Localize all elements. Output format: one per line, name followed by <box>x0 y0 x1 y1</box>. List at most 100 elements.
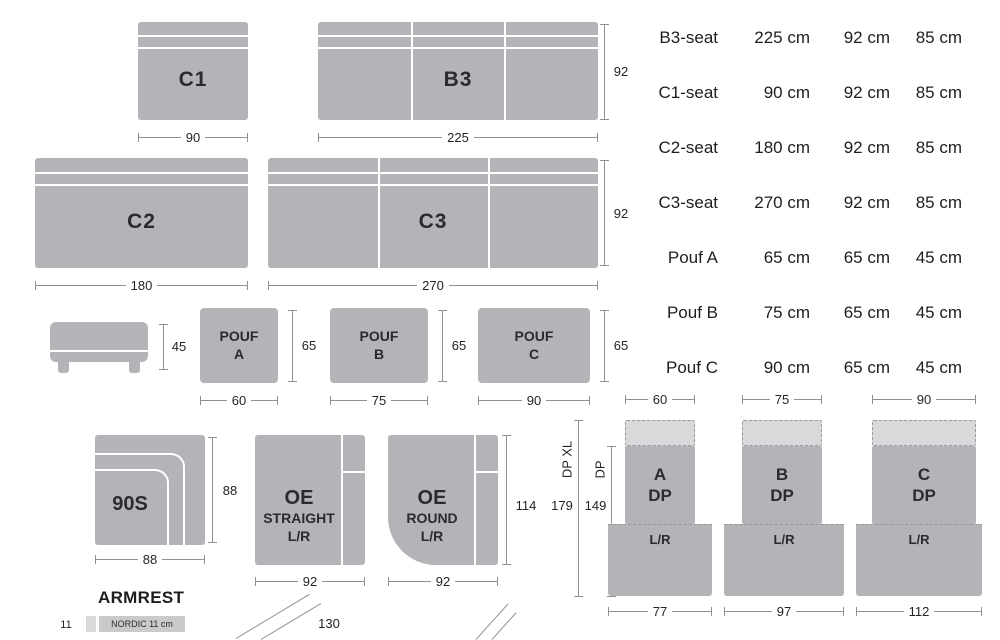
dp-letter: A <box>653 465 667 484</box>
dp-lr-label: L/R <box>649 532 671 547</box>
module-b-dp-label: B DP <box>742 464 822 506</box>
oe-word: OE <box>284 487 314 509</box>
spec-name: C3-seat <box>658 192 718 212</box>
seam-line <box>50 350 148 352</box>
armrest-swatch <box>86 616 98 632</box>
spec-width: 270 cm <box>754 192 810 212</box>
dim-c3-width: 270 <box>268 278 599 293</box>
module-pouf-c: POUF C <box>478 308 590 383</box>
dim-line <box>502 435 511 565</box>
pouf-leg <box>129 361 140 373</box>
module-a-dp-label: A DP <box>625 464 695 506</box>
dim-line <box>608 607 648 616</box>
table-row: C1-seat 90 cm 92 cm 85 cm <box>640 65 962 120</box>
dim-value: 92 <box>435 574 451 589</box>
armrest-heading: ARMREST <box>98 588 185 607</box>
dp-sub: DP <box>912 486 936 505</box>
module-b-dp: B DP <box>742 446 822 524</box>
backrest-line <box>95 453 185 545</box>
module-oe-round: OE ROUND L/R <box>388 435 498 565</box>
dim-line <box>391 396 428 405</box>
dim-value: 75 <box>774 392 790 407</box>
dp-lr-label: L/R <box>773 532 795 547</box>
table-row: Pouf A 65 cm 65 cm 45 cm <box>640 230 962 285</box>
oe-word: OE <box>417 487 447 509</box>
dim-line <box>574 420 583 597</box>
dim-line <box>448 281 599 290</box>
seam-line <box>377 158 380 268</box>
module-b3-label: B3 <box>443 68 473 91</box>
pouf-b-label: POUF B <box>330 327 428 363</box>
dim-chaise-length: 130 <box>318 616 340 631</box>
dim-value: 77 <box>652 604 668 619</box>
oe-lr: L/R <box>420 528 444 544</box>
spec-depth: 65 cm <box>843 247 890 267</box>
oe-lr: L/R <box>287 528 311 544</box>
oe-round-label: OE ROUND L/R <box>388 487 476 545</box>
module-90s: 90S <box>95 435 205 545</box>
dp-sub: DP <box>648 486 672 505</box>
dp-letter: B <box>775 465 789 484</box>
dim-line <box>478 396 522 405</box>
dim-pouf-b-depth: 65 <box>451 338 467 353</box>
spec-depth: 92 cm <box>843 137 890 157</box>
dim-line <box>95 555 138 564</box>
spec-depth: 65 cm <box>843 357 890 377</box>
spec-width: 65 cm <box>763 247 810 267</box>
module-b3: B3 <box>318 22 598 120</box>
seam-line <box>341 471 365 473</box>
spec-name: Pouf A <box>667 247 718 267</box>
dim-value: 90 <box>916 392 932 407</box>
module-c3-label: C3 <box>418 210 448 233</box>
dp-xl-label: DP XL <box>559 440 575 479</box>
dim-value: 60 <box>231 393 247 408</box>
table-row: C3-seat 270 cm 92 cm 85 cm <box>640 175 962 230</box>
spec-depth: 92 cm <box>843 82 890 102</box>
dim-line <box>600 310 609 382</box>
spec-name: Pouf B <box>666 302 718 322</box>
module-a-dp: A DP <box>625 446 695 524</box>
spec-height: 45 cm <box>915 357 962 377</box>
spec-height: 45 cm <box>915 247 962 267</box>
oe-straight-label: OE STRAIGHT L/R <box>255 487 343 545</box>
dim-line <box>742 395 770 404</box>
pouf-a-label: POUF A <box>200 327 278 363</box>
oe-type: STRAIGHT <box>263 510 335 526</box>
dim-line <box>672 395 695 404</box>
table-row: Pouf C 90 cm 65 cm 45 cm <box>640 340 962 395</box>
spec-table: B3-seat 225 cm 92 cm 85 cm C1-seat 90 cm… <box>640 10 962 395</box>
spec-width: 180 cm <box>754 137 810 157</box>
dim-line <box>322 577 365 586</box>
spec-name: Pouf C <box>666 357 718 377</box>
pouf-side-body <box>50 322 148 362</box>
module-oe-straight: OE STRAIGHT L/R <box>255 435 365 565</box>
dim-value: 97 <box>776 604 792 619</box>
dim-dp-a-top-width: 60 <box>625 392 695 407</box>
seam-line <box>474 471 498 473</box>
seam-line <box>268 184 598 186</box>
table-row: B3-seat 225 cm 92 cm 85 cm <box>640 10 962 65</box>
dim-pouf-height: 45 <box>171 339 187 354</box>
dim-line <box>255 577 298 586</box>
dim-b3-width: 225 <box>318 130 599 145</box>
seam-line <box>138 35 248 37</box>
armrest-line <box>341 435 343 565</box>
spec-height: 85 cm <box>915 82 962 102</box>
diagonal-edge-line <box>475 603 509 640</box>
module-c-dp-base: L/R <box>856 524 982 596</box>
dim-pouf-a-width: 60 <box>200 393 278 408</box>
armrest-line <box>474 435 476 565</box>
dim-dp-xl-height: 179 <box>551 498 573 513</box>
dim-dp-c-top-width: 90 <box>872 392 976 407</box>
pouf-letter: C <box>528 346 540 362</box>
seam-line <box>35 172 248 174</box>
dim-line <box>546 396 590 405</box>
dim-dp-height: 149 <box>584 498 607 513</box>
nordic-legend: NORDIC 11 cm <box>86 616 185 632</box>
armrest-width-value: 11 <box>60 619 72 631</box>
dim-oe-height: 114 <box>515 498 537 513</box>
spec-width: 90 cm <box>763 357 810 377</box>
spec-width: 90 cm <box>763 82 810 102</box>
dim-pouf-b-width: 75 <box>330 393 428 408</box>
